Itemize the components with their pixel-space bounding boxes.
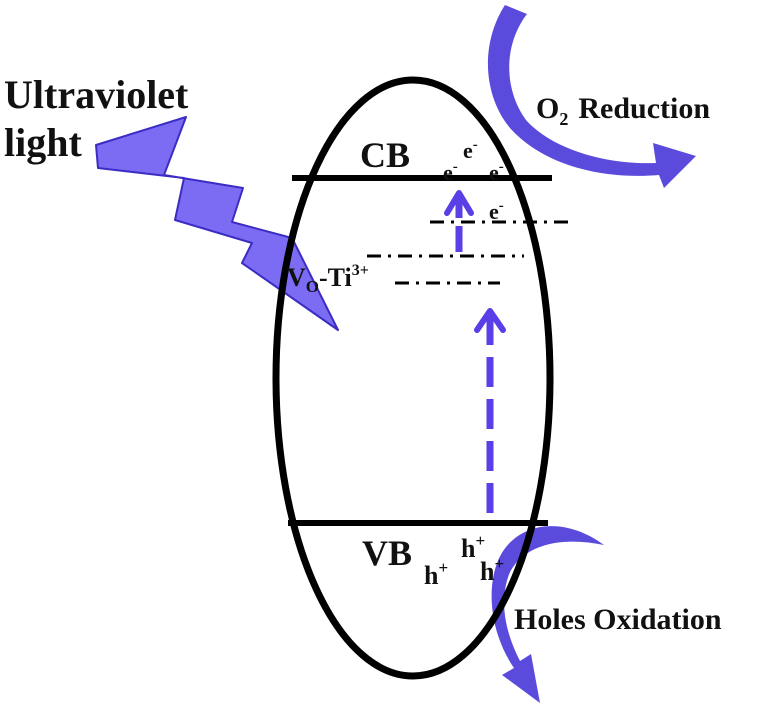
hole-label: h+ xyxy=(480,554,504,586)
electron-label: e- xyxy=(443,159,458,185)
defect-label: VO-Ti3+ xyxy=(287,262,369,296)
hole-label: h+ xyxy=(461,531,485,563)
excitation-arrowhead-vb xyxy=(474,308,506,333)
holes-oxidation-label: Holes Oxidation xyxy=(514,603,722,636)
semiconductor-particle xyxy=(272,76,554,680)
hole-label: h+ xyxy=(424,558,448,590)
electron-label: e- xyxy=(463,137,478,163)
excitation-arrowhead-cb xyxy=(444,190,474,216)
o2-reduction-arrow-icon xyxy=(487,5,696,188)
ultraviolet-label: Ultraviolet xyxy=(4,72,189,117)
vb-label: VB xyxy=(362,533,412,573)
light-label: light xyxy=(4,120,82,165)
electron-label: e- xyxy=(489,159,504,185)
electron-label: e- xyxy=(489,198,504,224)
lightning-bolt-icon xyxy=(95,116,339,331)
cb-label: CB xyxy=(360,135,410,175)
